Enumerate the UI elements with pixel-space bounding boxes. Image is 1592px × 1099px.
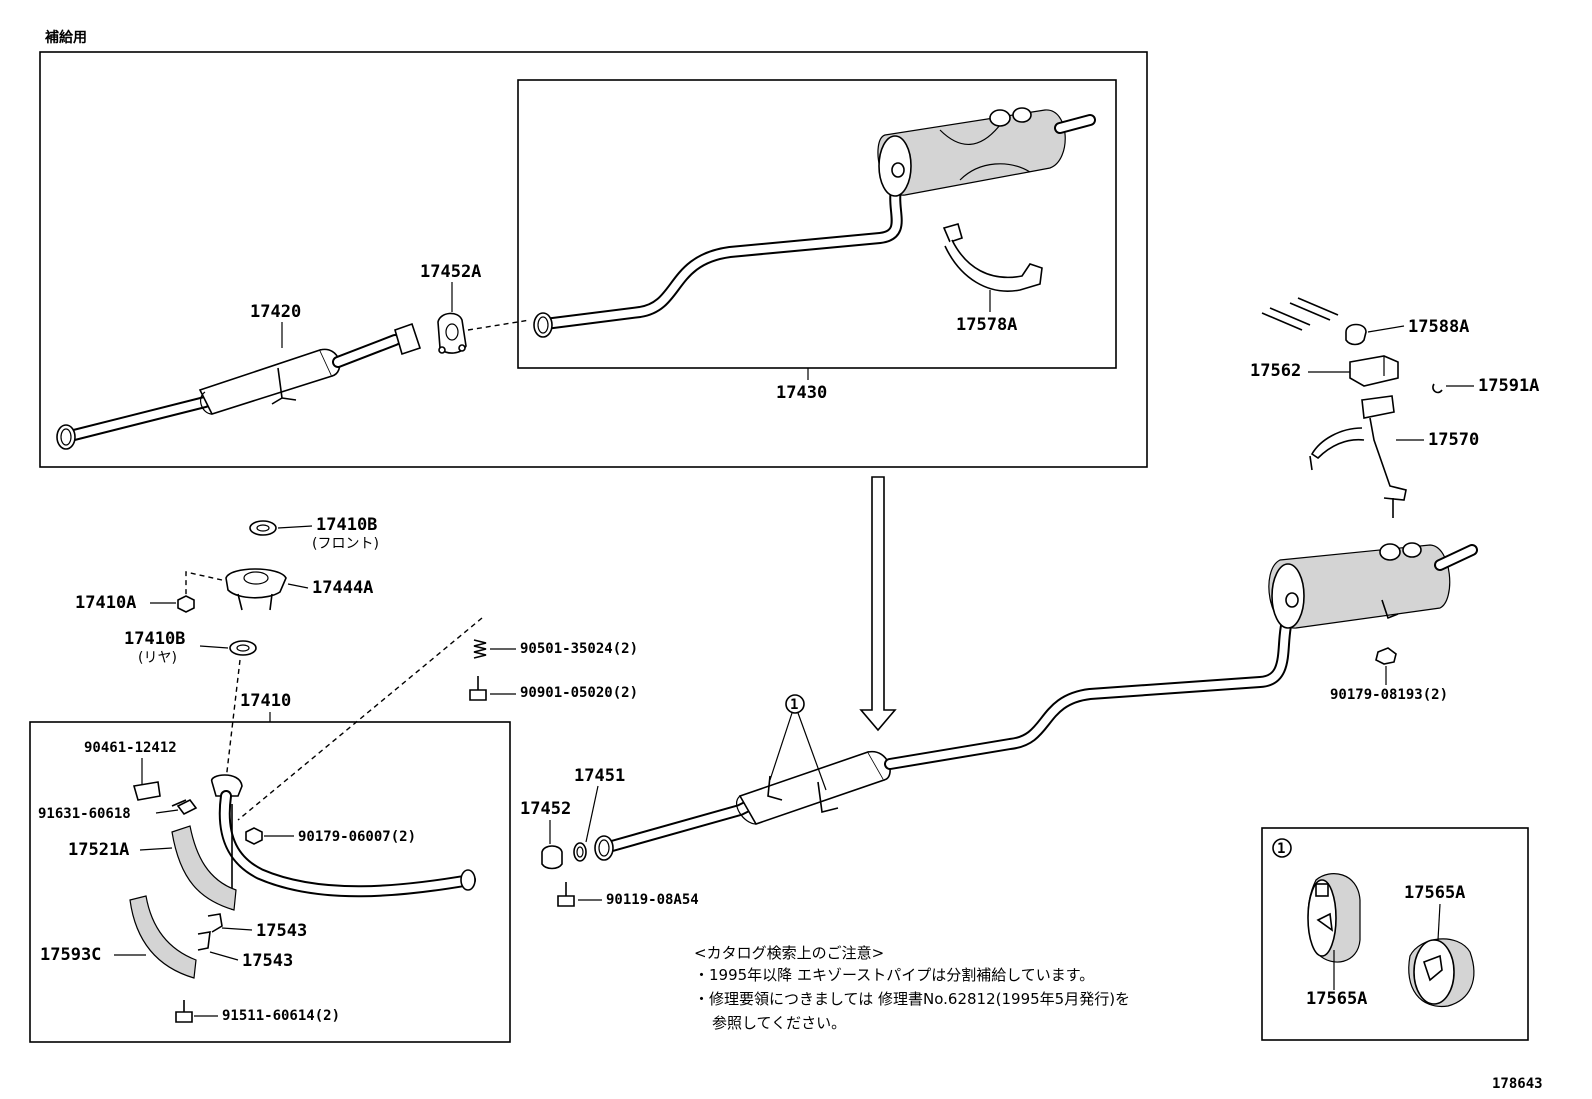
label-17452: 17452: [520, 799, 571, 819]
rod-pair: [1261, 297, 1339, 331]
label-17591A: 17591A: [1478, 376, 1539, 396]
label-17578A: 17578A: [956, 315, 1017, 335]
label-17593C: 17593C: [40, 945, 101, 965]
bracket-17543-a: [207, 913, 223, 933]
catalog-notes: <カタログ検索上のご注意> ・1995年以降 エキゾーストパイプは分割補給してい…: [694, 944, 1130, 1032]
label-17565A-b: 17565A: [1404, 883, 1465, 903]
callout-1-detail: 1: [1272, 838, 1292, 858]
clamp-17452A: [437, 312, 467, 354]
label-91631-60618: 91631-60618: [38, 806, 131, 822]
label-17570: 17570: [1428, 430, 1479, 450]
diagram-id: 178643: [1492, 1076, 1543, 1092]
nut-17410A: [177, 595, 195, 613]
label-17410B-rear: 17410B: [124, 629, 185, 649]
rubber-mount-17565A-b: [1408, 938, 1475, 1008]
notes-line-1: ・1995年以降 エキゾーストパイプは分割補給しています。: [694, 966, 1094, 984]
label-17410B-front: 17410B: [316, 515, 377, 535]
label-17521A: 17521A: [68, 840, 129, 860]
clip-17591A: [1432, 383, 1443, 394]
front-pipe-17410: [211, 774, 476, 910]
label-17410B-rear-note: (リヤ): [138, 650, 177, 666]
hanger-17570: [1309, 395, 1407, 518]
label-90179-06007: 90179-06007(2): [298, 829, 416, 845]
label-17588A: 17588A: [1408, 317, 1469, 337]
assembly-arrow: [859, 476, 897, 732]
callout-1-detail-text: 1: [1277, 841, 1285, 857]
label-90501-35024: 90501-35024(2): [520, 641, 638, 657]
label-17543-b: 17543: [242, 951, 293, 971]
label-17420: 17420: [250, 302, 301, 322]
label-90119-08A54: 90119-08A54: [606, 892, 699, 908]
clamp-90461-12412: [132, 781, 161, 801]
rubber-mount-17565A-a: [1307, 873, 1361, 963]
bolt-91511-60614: [175, 1000, 193, 1023]
spring-90501-35024: [473, 639, 487, 659]
tail-pipe-17430: [533, 107, 1096, 338]
bracket-17543-b: [197, 931, 211, 951]
gasket-17410B-front: [249, 520, 277, 536]
section-label-service-supply: 補給用: [44, 29, 87, 46]
heat-insulator-17521A: [171, 825, 237, 911]
bolt-90119-08A54: [557, 882, 575, 907]
bracket-17578A: [942, 223, 1043, 292]
bolt-91631-60618: [171, 798, 198, 816]
assembled-exhaust: [594, 542, 1478, 861]
label-90179-08193: 90179-08193(2): [1330, 687, 1448, 703]
notes-title: <カタログ検索上のご注意>: [694, 944, 884, 962]
mount-detail-frame: [1261, 827, 1529, 1041]
label-17562: 17562: [1250, 361, 1301, 381]
label-17410: 17410: [240, 691, 291, 711]
bracket-17562: [1349, 355, 1399, 387]
clamp-17452: [541, 845, 563, 870]
service-supply-frame: [39, 51, 1148, 468]
nut-90179-06007: [245, 827, 263, 845]
label-17565A-a: 17565A: [1306, 989, 1367, 1009]
notes-line-2: ・修理要領につきましては 修理書No.62812(1995年5月発行)を: [694, 990, 1130, 1008]
callout-1-main: 1: [769, 694, 827, 791]
label-17451: 17451: [574, 766, 625, 786]
flange-17444A: [225, 568, 287, 611]
gasket-17410B-rear: [229, 640, 257, 656]
tailpipe-sub-frame: [517, 79, 1117, 369]
label-17444A: 17444A: [312, 578, 373, 598]
label-17430: 17430: [776, 383, 827, 403]
label-17452A: 17452A: [420, 262, 481, 282]
notes-line-3: 参照してください。: [712, 1014, 846, 1032]
label-17410A: 17410A: [75, 593, 136, 613]
center-pipe-17420: [56, 322, 422, 450]
label-17543-a: 17543: [256, 921, 307, 941]
nut-90179-08193: [1375, 647, 1397, 685]
bolt-90901-05020: [469, 676, 487, 701]
insulator-17588A: [1345, 323, 1367, 346]
label-91511-60614: 91511-60614(2): [222, 1008, 340, 1024]
gasket-17451: [573, 842, 587, 862]
callout-1-text: 1: [790, 697, 798, 713]
heat-insulator-17593C: [129, 895, 197, 979]
label-90901-05020: 90901-05020(2): [520, 685, 638, 701]
label-90461-12412: 90461-12412: [84, 740, 177, 756]
label-17410B-front-note: (フロント): [312, 536, 379, 552]
